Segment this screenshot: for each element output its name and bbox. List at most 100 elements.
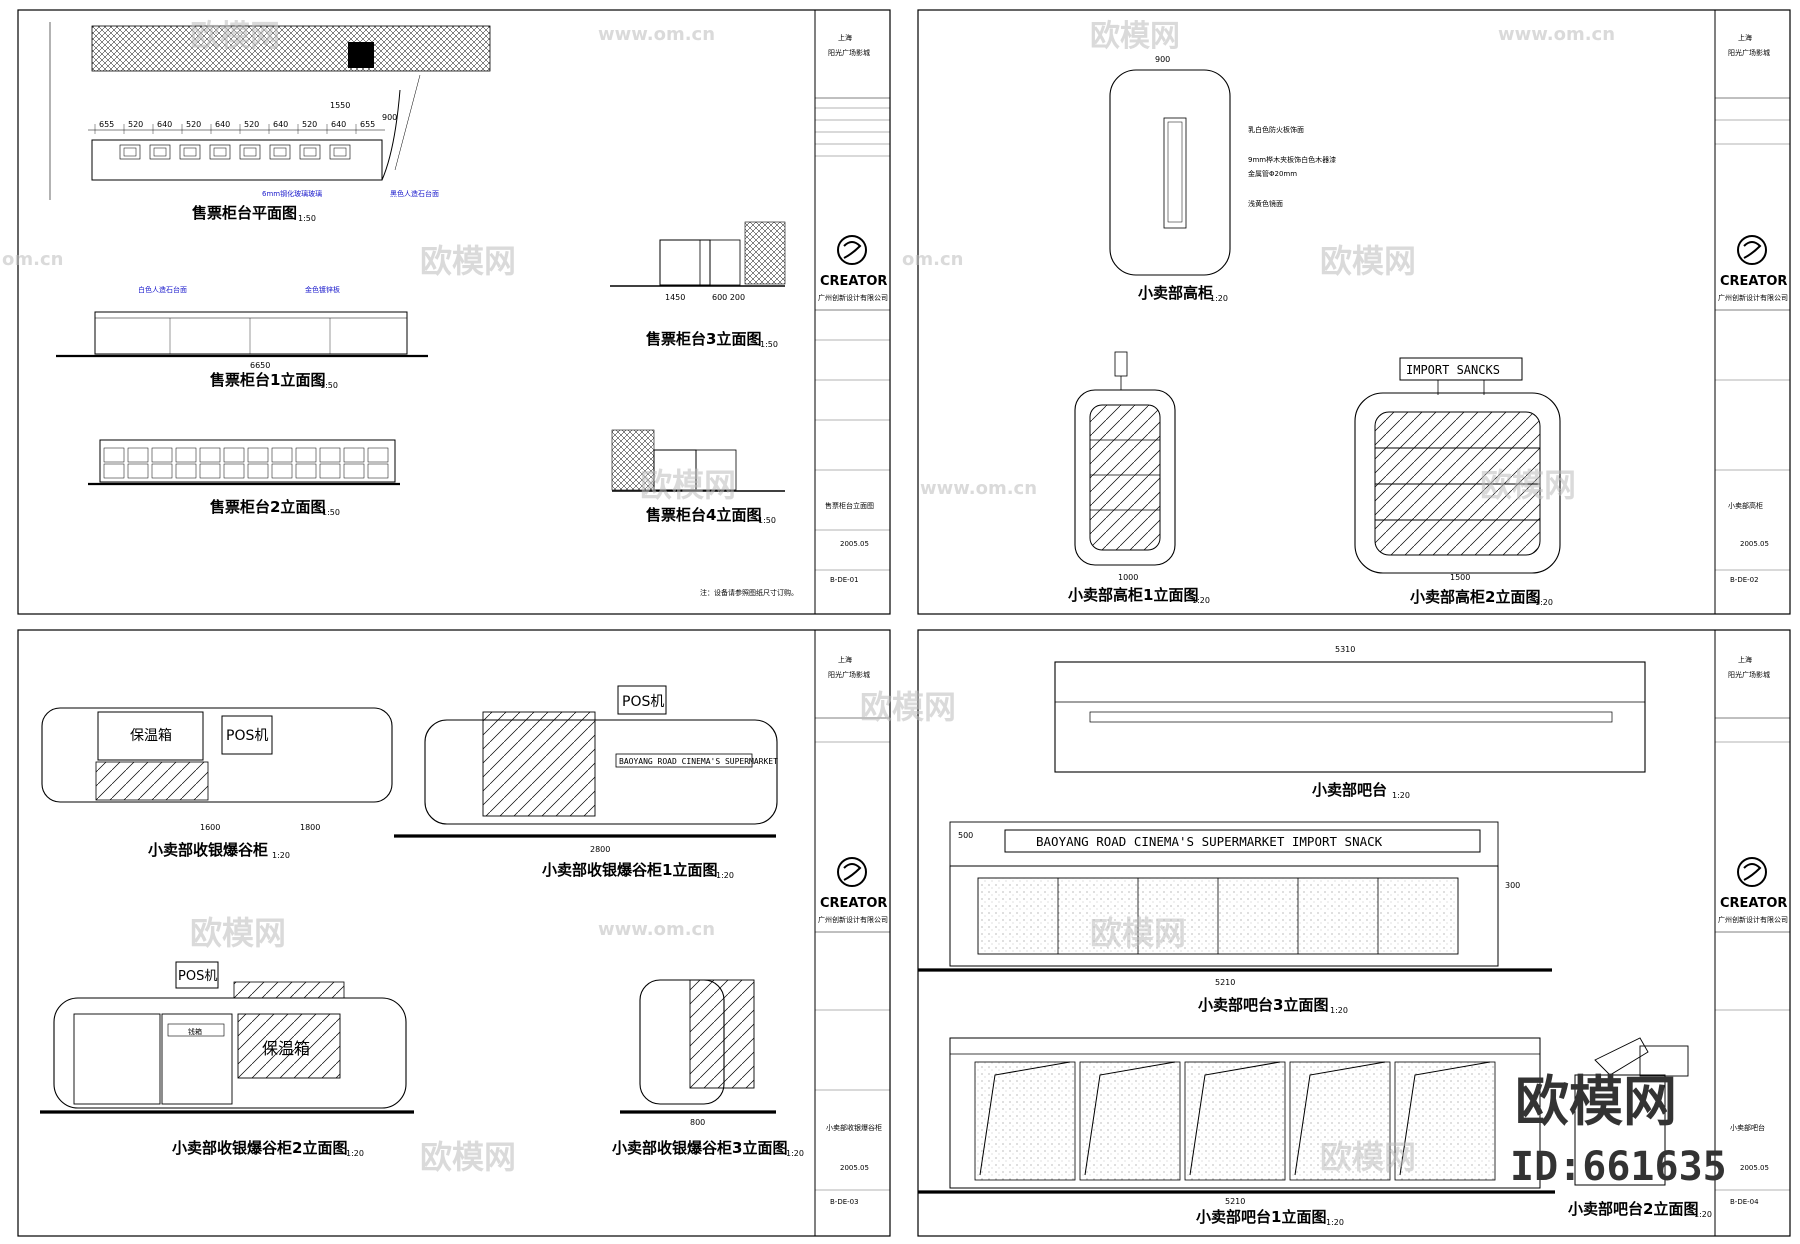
svg-text:小卖部收银爆谷柜: 小卖部收银爆谷柜: [826, 1123, 882, 1132]
label-warmer: 保温箱: [130, 728, 172, 744]
view-title: 小卖部吧台2立面图: [1568, 1200, 1698, 1218]
view-title: 售票柜台1立面图: [210, 371, 325, 389]
svg-text:1500: 1500: [1450, 573, 1470, 582]
svg-text:广州创新设计有限公司: 广州创新设计有限公司: [1718, 915, 1788, 924]
bar-panels: [974, 1061, 1496, 1181]
title-block: 上海 阳光广场影城 CREATOR 广州创新设计有限公司 小卖部吧台 2005.…: [1714, 629, 1791, 1237]
total-width: 6650: [250, 361, 270, 370]
view-title: 小卖部高柜2立面图: [1410, 588, 1540, 606]
column: [348, 42, 374, 68]
wall-hatch: [91, 25, 491, 72]
view-title: 售票柜台2立面图: [210, 498, 325, 516]
view-title: 小卖部高柜1立面图: [1068, 586, 1198, 604]
svg-text:1:20: 1:20: [1326, 1218, 1344, 1227]
svg-text:500: 500: [958, 831, 973, 840]
svg-text:5210: 5210: [1215, 978, 1235, 987]
note-gold-plate: 金色镀锌板: [305, 285, 340, 294]
note-white-stone: 白色人造石台面: [138, 285, 187, 294]
counter-plan: [91, 139, 383, 181]
svg-text:1:20: 1:20: [716, 871, 734, 880]
svg-text:广州创新设计有限公司: 广州创新设计有限公司: [818, 915, 888, 924]
svg-text:欧模网: 欧模网: [1090, 914, 1186, 952]
svg-text:CREATOR: CREATOR: [1720, 896, 1787, 911]
sign-text: BAOYANG ROAD CINEMA'S SUPERMARKET IMPORT…: [1036, 834, 1383, 849]
svg-text:金属管Φ20mm: 金属管Φ20mm: [1248, 169, 1297, 178]
svg-text:欧模网: 欧模网: [1320, 242, 1416, 280]
svg-text:欧模网: 欧模网: [420, 242, 516, 280]
view-scale: 1:50: [320, 381, 338, 390]
svg-text:9mm桦木夹板饰白色木器漆: 9mm桦木夹板饰白色木器漆: [1248, 155, 1336, 164]
view-scale: 1:50: [760, 340, 778, 349]
svg-text:5210: 5210: [1225, 1197, 1245, 1206]
svg-text:www.om.cn: www.om.cn: [598, 919, 715, 940]
counter-elev1: [94, 311, 408, 355]
view-title: 售票柜台3立面图: [646, 330, 761, 348]
svg-text:1:20: 1:20: [1535, 598, 1553, 607]
id-watermark: ID:661635: [1510, 1144, 1727, 1190]
svg-text:浅黄色镜面: 浅黄色镜面: [1248, 199, 1283, 208]
svg-text:欧模网: 欧模网: [1090, 19, 1180, 54]
svg-text:1550: 1550: [330, 101, 350, 110]
svg-text:www.om.cn: www.om.cn: [920, 478, 1037, 499]
svg-text:上海: 上海: [1738, 655, 1752, 664]
svg-text:www.om.cn: www.om.cn: [1498, 24, 1615, 45]
note-glass: 6mm钢化玻璃玻璃: [262, 189, 322, 198]
svg-text:1:20: 1:20: [346, 1149, 364, 1158]
creator-logo-icon: [1737, 235, 1767, 265]
title-block: 上海 阳光广场影城 CREATOR 广州创新设计有限公司 售票柜台立面图 200…: [814, 9, 891, 615]
svg-text:1:20: 1:20: [272, 851, 290, 860]
drawing-number: B-DE-01: [830, 576, 859, 584]
svg-text:欧模网: 欧模网: [420, 1138, 516, 1176]
svg-text:1:20: 1:20: [1210, 294, 1228, 303]
svg-text:om.cn: om.cn: [2, 249, 63, 270]
svg-text:阳光广场影城: 阳光广场影城: [828, 48, 870, 57]
brand-watermark: 欧模网: [1515, 1070, 1677, 1133]
view-scale: 1:50: [758, 516, 776, 525]
svg-text:2005.05: 2005.05: [1740, 1164, 1769, 1172]
view-title: 售票柜台平面图: [192, 204, 297, 222]
svg-text:CREATOR: CREATOR: [820, 896, 887, 911]
title-block: 上海 阳光广场影城 CREATOR 广州创新设计有限公司 小卖部高柜 2005.…: [1714, 9, 1791, 615]
title-block: 上海 阳光广场影城 CREATOR 广州创新设计有限公司 小卖部收银爆谷柜 20…: [814, 629, 891, 1237]
plan-dimension: 520: [244, 120, 259, 129]
drawing-number: B-DE-02: [1730, 576, 1759, 584]
label-pos: POS机: [622, 694, 664, 710]
logo-text: CREATOR: [820, 274, 887, 289]
view-title: 小卖部收银爆谷柜3立面图: [612, 1139, 787, 1157]
svg-text:小卖部吧台: 小卖部吧台: [1730, 1123, 1765, 1132]
svg-text:1:20: 1:20: [1392, 791, 1410, 800]
view-scale: 1:50: [322, 508, 340, 517]
svg-text:阳光广场影城: 阳光广场影城: [828, 670, 870, 679]
svg-text:欧模网: 欧模网: [190, 914, 286, 952]
svg-text:欧模网: 欧模网: [860, 688, 956, 726]
plan-dimension: 520: [302, 120, 317, 129]
svg-text:2005.05: 2005.05: [1740, 540, 1769, 548]
svg-text:900: 900: [1155, 55, 1170, 64]
view-title: 小卖部吧台: [1312, 781, 1387, 799]
note-black-stone: 黑色人造石台面: [390, 189, 439, 198]
plan-dimension: 640: [273, 120, 288, 129]
svg-text:阳光广场影城: 阳光广场影城: [1728, 48, 1770, 57]
sign-text: BAOYANG ROAD CINEMA'S SUPERMARKET: [619, 757, 778, 766]
plan-dimension: 640: [331, 120, 346, 129]
svg-text:1:20: 1:20: [1330, 1006, 1348, 1015]
sign-board: [1399, 357, 1523, 381]
view-title: 售票柜台4立面图: [646, 506, 761, 524]
svg-text:小卖部高柜: 小卖部高柜: [1728, 501, 1763, 510]
label-pos: POS机: [226, 728, 268, 744]
plan-dimension: 640: [157, 120, 172, 129]
plan-bays: [119, 144, 351, 160]
svg-text:欧模网: 欧模网: [190, 19, 280, 54]
svg-text:POS机: POS机: [178, 969, 217, 984]
svg-text:欧模网: 欧模网: [640, 466, 736, 504]
label-cashbox: 钱箱: [188, 1027, 202, 1036]
watermarks: 欧模网 欧模网 欧模网 欧模网 欧模网 欧模网 欧模网 欧模网 欧模网 欧模网 …: [2, 19, 1727, 1190]
sign-text: IMPORT SANCKS: [1406, 363, 1500, 377]
sheet-4: 5310 小卖部吧台 1:20 BAOYANG ROAD CINEMA'S SU…: [917, 629, 1791, 1237]
svg-text:阳光广场影城: 阳光广场影城: [1728, 670, 1770, 679]
label-warmer: 保温箱: [262, 1039, 310, 1058]
plan-dimension: 655: [360, 120, 375, 129]
svg-text:om.cn: om.cn: [902, 249, 963, 270]
svg-text:上海: 上海: [1738, 33, 1752, 42]
view-scale: 1:50: [298, 214, 316, 223]
